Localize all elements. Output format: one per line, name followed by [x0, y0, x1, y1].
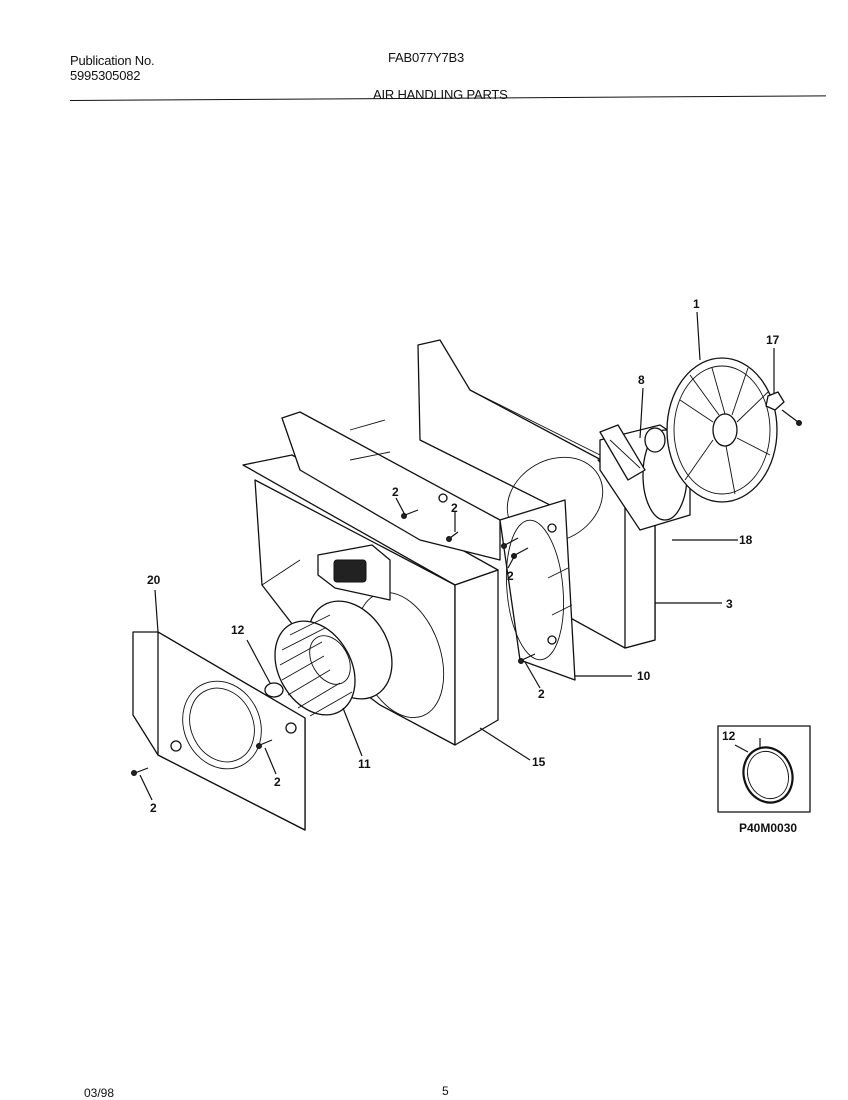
callout-15: 15 [532, 755, 546, 769]
figure-code: P40M0030 [739, 821, 797, 835]
front-panel-part-20 [132, 631, 306, 831]
footer-date: 03/98 [84, 1086, 115, 1100]
publication-number: 5995305082 [70, 68, 141, 83]
clamp-part-12 [264, 682, 284, 698]
callout-2d: 2 [451, 501, 458, 515]
callout-labels: 1 17 8 18 3 10 15 11 12 20 2 2 2 2 2 2 [147, 297, 780, 815]
model-number: FAB077Y7B3 [388, 50, 465, 65]
callout-1: 1 [693, 297, 700, 311]
leader-lines [139, 311, 775, 801]
motor-part-8 [599, 424, 691, 531]
screws-part-2 [131, 493, 536, 776]
callout-12: 12 [231, 623, 245, 637]
section-title: AIR HANDLING PARTS [373, 87, 508, 102]
inset-detail-box: 12 [717, 725, 811, 813]
callout-2c: 2 [392, 485, 399, 499]
callout-10: 10 [637, 669, 651, 683]
callout-2e: 2 [507, 569, 514, 583]
condenser-fan-part-1 [666, 357, 778, 503]
blower-wheel-part-11 [274, 600, 393, 717]
callout-2b: 2 [274, 775, 281, 789]
callout-20: 20 [147, 573, 161, 587]
callout-3: 3 [726, 597, 733, 611]
callout-2f: 2 [538, 687, 545, 701]
callout-11: 11 [358, 757, 371, 771]
page-number: 5 [442, 1084, 449, 1098]
inset-callout-12: 12 [722, 729, 736, 743]
callout-8: 8 [638, 373, 645, 387]
callout-17: 17 [766, 333, 780, 347]
hub-nut-part-17 [765, 391, 802, 426]
callout-2a: 2 [150, 801, 157, 815]
orifice-plate-part-10 [499, 499, 576, 681]
publication-label: Publication No. [70, 53, 155, 68]
callout-18: 18 [739, 533, 753, 547]
